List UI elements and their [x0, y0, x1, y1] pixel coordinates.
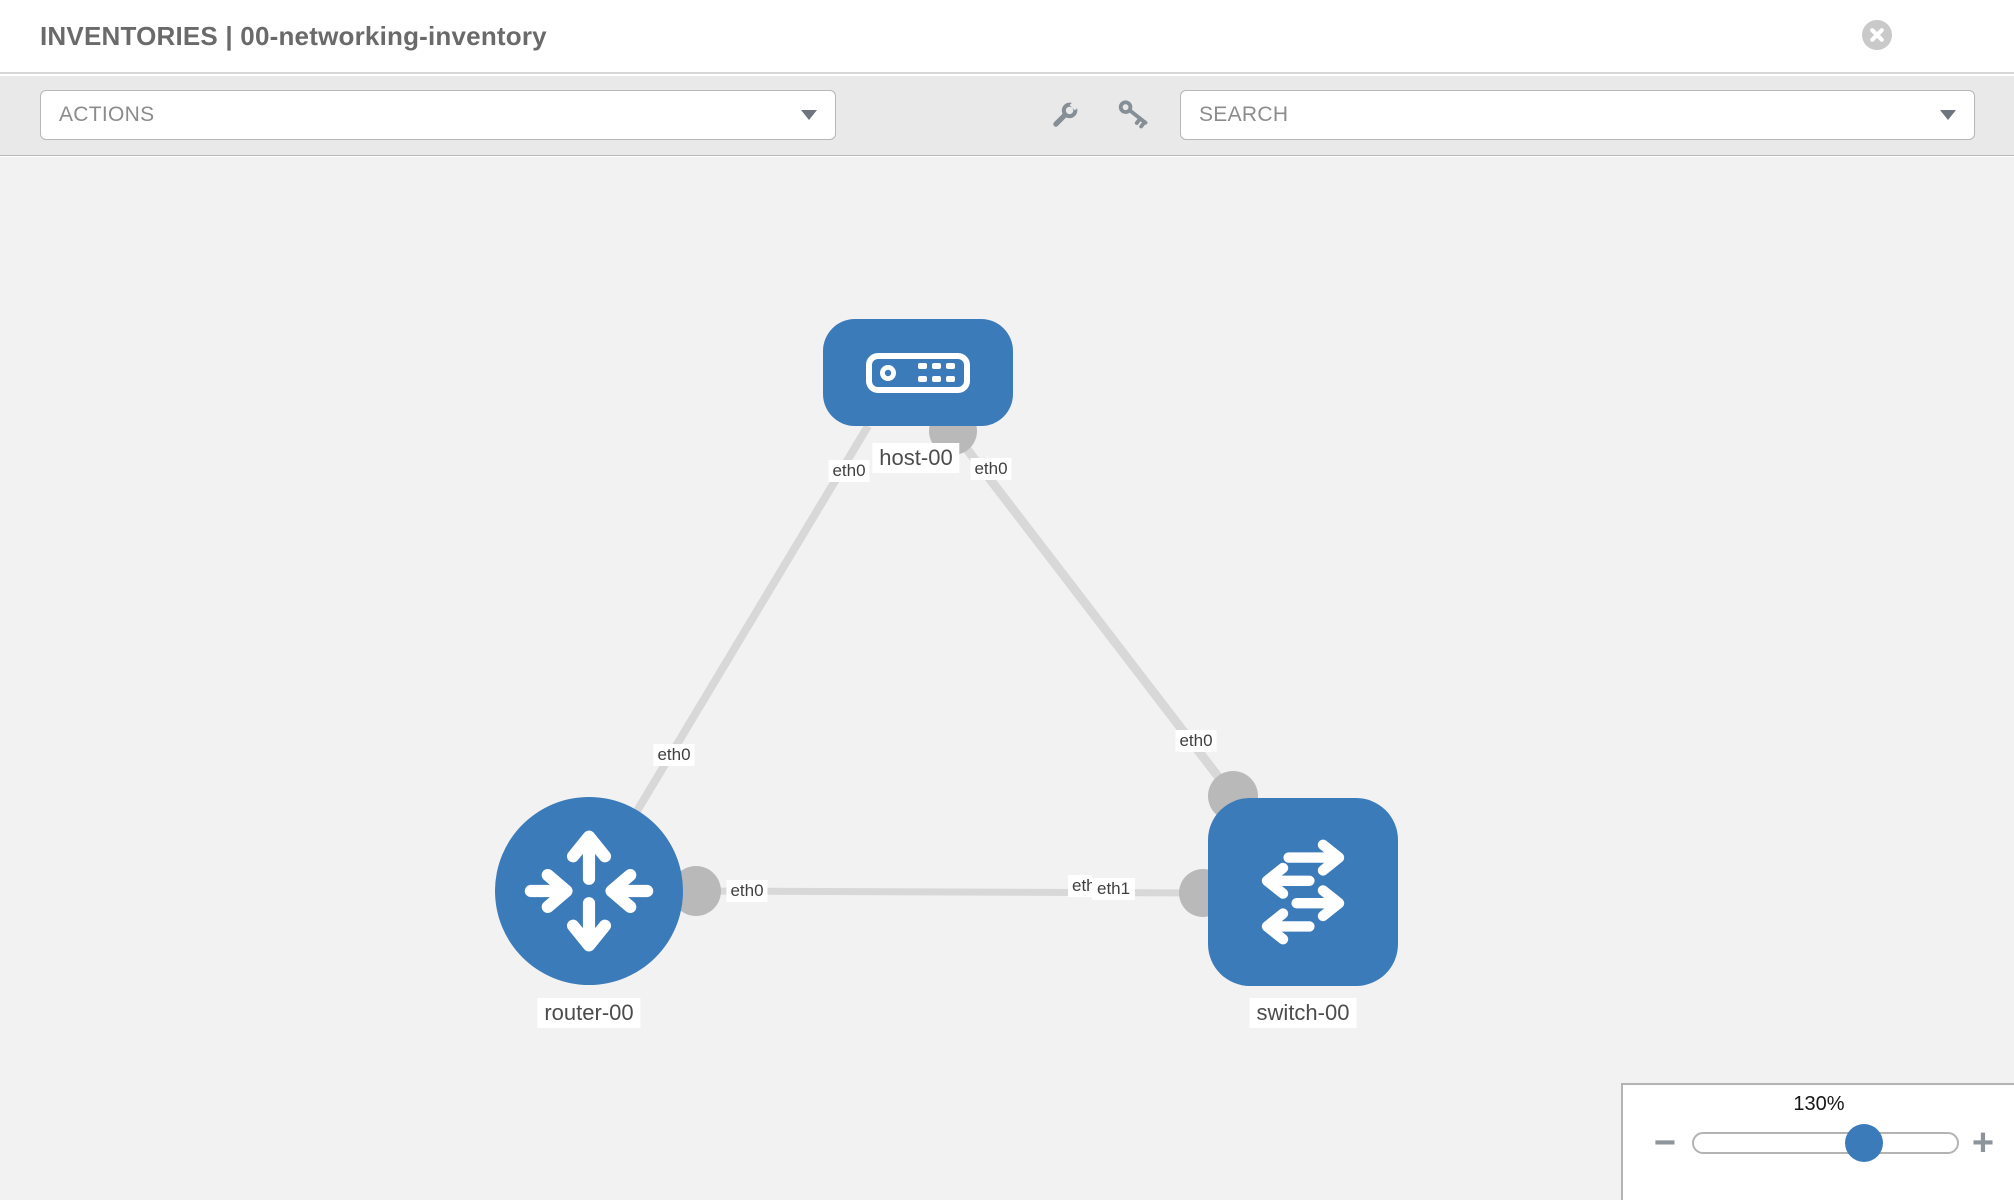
node-router[interactable]: [495, 797, 683, 985]
chevron-down-icon: [801, 110, 817, 120]
header: INVENTORIES | 00-networking-inventory: [0, 0, 2014, 74]
topology-links-layer: [585, 407, 1258, 917]
interface-label-host-eth0: eth0: [828, 460, 870, 482]
interface-label-switch-eth1: eth1: [1092, 878, 1136, 900]
actions-dropdown-label: ACTIONS: [59, 103, 155, 126]
search-dropdown-label: SEARCH: [1199, 103, 1289, 126]
node-label-router: router-00: [537, 998, 641, 1028]
configure-button[interactable]: [1036, 88, 1092, 144]
interface-label-router-eth0: eth0: [653, 744, 695, 766]
link-endpoint: [671, 866, 721, 916]
node-label-switch: switch-00: [1249, 998, 1357, 1028]
key-icon: [1118, 100, 1148, 129]
zoom-slider[interactable]: [1692, 1132, 1959, 1154]
zoom-in-button[interactable]: +: [1971, 1122, 1995, 1164]
close-button[interactable]: [1862, 20, 1892, 50]
interface-label-switch-eth0: eth0: [1175, 730, 1217, 752]
node-switch[interactable]: [1208, 798, 1398, 986]
topology-canvas[interactable]: host-00 router-00 switch-00 eth0 eth0 et…: [0, 157, 2014, 1200]
zoom-out-button[interactable]: −: [1653, 1122, 1677, 1164]
server-icon: [866, 352, 970, 393]
toolbar: ACTIONS: [0, 76, 2014, 156]
interface-label-host-eth0-b: eth0: [970, 458, 1012, 480]
zoom-slider-thumb[interactable]: [1845, 1124, 1883, 1162]
x-circle-icon: [1862, 20, 1892, 50]
zoom-panel: 130% − +: [1621, 1083, 2014, 1200]
interface-label-router-eth0-b: eth0: [726, 880, 768, 902]
page-title: INVENTORIES | 00-networking-inventory: [40, 21, 547, 51]
switch-arrows-icon: [1261, 839, 1345, 945]
chevron-down-icon: [1940, 110, 1956, 120]
wrench-icon: [1053, 102, 1078, 127]
router-arrows-icon: [524, 830, 654, 952]
zoom-value: 130%: [1793, 1093, 1845, 1115]
node-label-host: host-00: [872, 443, 960, 473]
node-host[interactable]: [823, 319, 1013, 426]
search-dropdown[interactable]: SEARCH: [1180, 90, 1975, 140]
interface-label-switch-eth1-clipped: eth1: [1068, 875, 1092, 897]
actions-dropdown[interactable]: ACTIONS: [40, 90, 836, 140]
credentials-button[interactable]: [1106, 88, 1162, 144]
